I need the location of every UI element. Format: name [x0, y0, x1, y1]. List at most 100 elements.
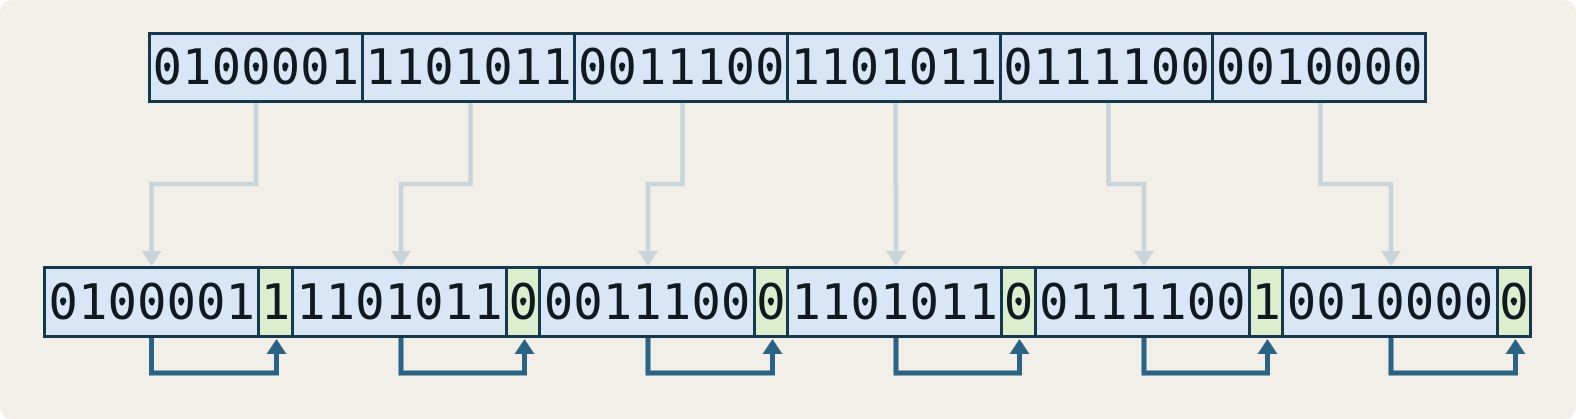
bit-digit: 0	[241, 39, 271, 96]
bit-digit: 1	[542, 39, 572, 96]
parity-arrowhead-up	[762, 339, 783, 354]
bit-digit: 1	[1062, 39, 1092, 96]
bit-digit: 1	[225, 273, 256, 331]
bit-digit: 0	[424, 39, 454, 96]
parity-bit-cell: 0	[755, 266, 789, 338]
bit-digit: 0	[1363, 39, 1393, 96]
mapping-arrowhead-down	[391, 251, 411, 266]
bit-digit: 0	[1286, 273, 1317, 331]
bit-digit: 1	[967, 39, 998, 96]
bit-digit: 0	[107, 273, 137, 331]
bit-digit: 0	[573, 273, 603, 331]
bit-digit: 1	[695, 39, 726, 96]
bit-digit: 0	[211, 39, 242, 96]
bit-digit: 1	[666, 39, 696, 96]
bit-digit: 0	[909, 273, 939, 331]
bit-digit: 0	[136, 273, 167, 331]
parity-arrowhead-up	[266, 339, 287, 354]
mapping-arrow	[1106, 103, 1147, 252]
bit-digit: 0	[543, 273, 574, 331]
bit-digit: 1	[1121, 39, 1151, 96]
bit-digit: 1	[512, 39, 543, 96]
bit-digit: 0	[691, 273, 721, 331]
bit-digit: 1	[1127, 273, 1158, 331]
bit-digit: 0	[1003, 273, 1034, 331]
bit-digit: 0	[1039, 273, 1069, 331]
bit-digit: 0	[414, 273, 444, 331]
bit-digit: 0	[1186, 273, 1217, 331]
bit-digit: 1	[473, 273, 503, 331]
parity-arrow	[1388, 338, 1518, 376]
bit-digit: 0	[152, 39, 183, 96]
bit-digit: 0	[754, 39, 785, 96]
parity-arrowhead-up	[514, 339, 535, 354]
bit-digit: 1	[632, 273, 662, 331]
bit-digit: 1	[879, 273, 910, 331]
bit-digit: 1	[325, 273, 356, 331]
bit-digit: 1	[443, 273, 474, 331]
mapping-arrow	[893, 103, 899, 252]
bit-digit: 0	[607, 39, 637, 96]
bit-digit: 1	[296, 273, 326, 331]
parity-arrow	[645, 338, 775, 376]
bit-digit: 1	[394, 39, 425, 96]
bit-digit: 0	[300, 39, 330, 96]
bit-digit: 1	[77, 273, 108, 331]
bit-digit: 1	[791, 273, 821, 331]
bit-digit: 1	[661, 273, 692, 331]
bit-digit: 0	[1304, 39, 1334, 96]
bit-digit: 0	[1404, 273, 1435, 331]
bit-digit: 0	[850, 273, 880, 331]
bit-digit: 0	[577, 39, 608, 96]
bit-digit: 1	[329, 39, 360, 96]
bit-digit: 0	[508, 273, 538, 331]
bit-digit: 0	[1499, 273, 1529, 331]
bit-digit: 0	[270, 39, 301, 96]
mapping-arrowhead-down	[886, 251, 906, 266]
bit-digit: 1	[636, 39, 667, 96]
bit-digit: 1	[260, 273, 291, 331]
bit-digit: 1	[1345, 273, 1376, 331]
bit-digit: 1	[602, 273, 633, 331]
parity-bit-cell: 1	[260, 266, 294, 338]
mapping-arrowhead-down	[141, 251, 162, 266]
mapping-arrow	[1318, 103, 1394, 252]
bit-digit: 1	[182, 39, 212, 96]
bit-digit: 1	[1274, 39, 1305, 96]
bit-digit: 0	[1434, 273, 1464, 331]
bit-digit: 0	[166, 273, 196, 331]
bit-digit: 0	[1216, 273, 1246, 331]
parity-bit-cell: 0	[1498, 266, 1532, 338]
bit-digit: 1	[384, 273, 415, 331]
bit-digit: 1	[968, 273, 998, 331]
parity-arrowhead-up	[1257, 339, 1278, 354]
bit-digit: 0	[1316, 273, 1346, 331]
bit-digit: 0	[756, 273, 786, 331]
bit-digit: 0	[908, 39, 939, 96]
bit-digit: 1	[790, 39, 821, 96]
bit-digit: 1	[1068, 273, 1099, 331]
parity-arrow	[398, 338, 527, 376]
bit-digit: 1	[879, 39, 909, 96]
parity-bit-cell: 0	[1003, 266, 1037, 338]
parity-bit-cell: 1	[1251, 266, 1285, 338]
bit-digit: 0	[720, 273, 751, 331]
mapping-arrow	[645, 103, 685, 252]
bit-digit: 0	[849, 39, 880, 96]
bit-digit: 1	[1032, 39, 1063, 96]
mapping-arrowhead-down	[638, 251, 658, 266]
bit-digit: 0	[1180, 39, 1210, 96]
bit-digit: 1	[820, 39, 850, 96]
bit-digit: 1	[1091, 39, 1122, 96]
parity-arrowhead-up	[1009, 339, 1030, 354]
